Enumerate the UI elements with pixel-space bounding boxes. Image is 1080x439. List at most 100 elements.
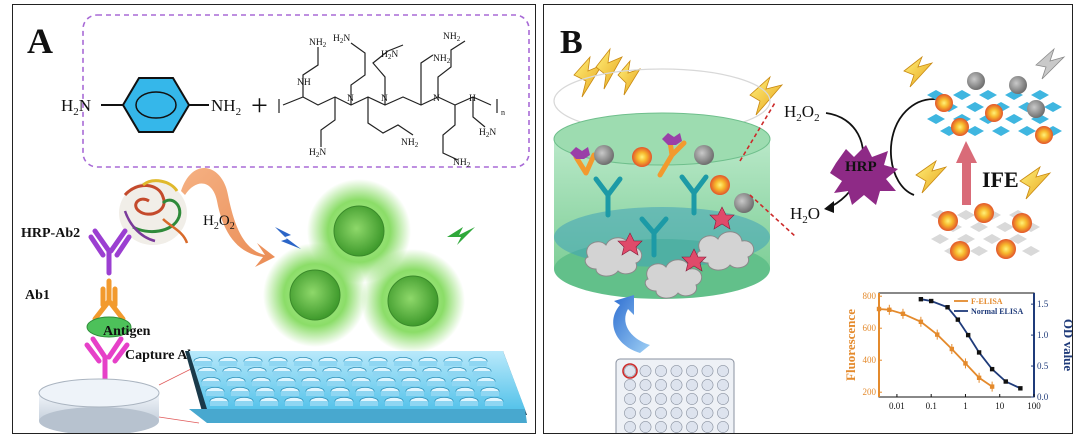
hrp-ab2-label: HRP-Ab2 [21, 226, 80, 241]
small-well [701, 407, 714, 419]
well-body [206, 391, 224, 396]
small-well [717, 407, 729, 419]
well-body [227, 381, 245, 386]
well-body [373, 371, 391, 376]
small-well [701, 421, 714, 433]
svg-text:H: H [469, 94, 476, 104]
legend-label: F-ELISA [971, 297, 1003, 306]
small-well [670, 379, 683, 391]
well-body [423, 371, 441, 376]
well-body [477, 381, 495, 386]
well-body [473, 371, 491, 376]
well-body [256, 391, 274, 396]
well-body [219, 361, 237, 366]
svg-text:H2N: H2N [479, 128, 496, 139]
svg-text:H2N: H2N [309, 148, 326, 159]
pei-structure [278, 40, 498, 161]
glowing-nanoparticles [263, 179, 465, 353]
well-body [273, 371, 291, 376]
h2o2-label-b: H2O2 [784, 102, 820, 124]
well-body [202, 381, 220, 386]
svg-text:NH2: NH2 [433, 54, 451, 65]
small-well [639, 421, 652, 433]
panel-a: A H2N NH2 + NH2 H2N H2N NH2 NH2 NH N N N… [12, 4, 536, 434]
well-body [310, 401, 328, 406]
well-body [481, 391, 499, 396]
capture-ab-antibody [84, 336, 130, 382]
diamond-tile [979, 90, 997, 100]
well-body [248, 371, 266, 376]
ab1-label: Ab1 [25, 288, 50, 303]
well-body [402, 381, 420, 386]
small-well [701, 393, 714, 405]
well-body [302, 381, 320, 386]
capture-ab-label: Capture Ab [125, 348, 195, 363]
diamond-tile [1009, 234, 1027, 244]
well-body [244, 361, 262, 366]
x-tick-label: 100 [1027, 401, 1041, 411]
well-body [394, 361, 412, 366]
well-body [377, 381, 395, 386]
small-well [624, 365, 636, 377]
well-body [323, 371, 341, 376]
hrp-splat [830, 145, 898, 205]
sensor-disk [38, 378, 160, 433]
well-nanoparticles [594, 145, 754, 213]
well-body [431, 391, 449, 396]
svg-text:NH: NH [297, 78, 311, 88]
small-well [717, 365, 729, 377]
well-body [285, 401, 303, 406]
svg-text:H2N: H2N [333, 34, 350, 45]
x-tick-label: 0.1 [926, 401, 937, 411]
small-well [624, 393, 636, 405]
hrp-enzyme [119, 179, 189, 245]
well-body [348, 371, 366, 376]
well-body [306, 391, 324, 396]
h2o-label: H2O [790, 204, 820, 226]
diamond-tile [996, 222, 1014, 232]
antigen-blob [86, 316, 132, 338]
lightning-icon-green [447, 227, 475, 245]
diamond-tile [1005, 114, 1023, 124]
well-body [448, 371, 466, 376]
data-point-f-elisa [963, 361, 968, 366]
y2-tick-label: 1.5 [1037, 299, 1049, 309]
diamond-tile [970, 246, 988, 256]
small-well [686, 379, 698, 391]
data-point-normal-elisa [1018, 386, 1023, 391]
data-point-f-elisa [876, 306, 882, 312]
highlight-circle [622, 363, 638, 379]
small-well [624, 407, 636, 419]
diamond-tile [927, 114, 945, 124]
svg-text:NH2: NH2 [453, 158, 471, 169]
y-tick-label: 800 [863, 291, 877, 301]
svg-text:N: N [381, 94, 388, 104]
small-well [655, 365, 667, 377]
svg-text:NH2: NH2 [309, 38, 327, 49]
well-body [427, 381, 445, 386]
diamond-tile [1031, 90, 1049, 100]
well-body [319, 361, 337, 366]
data-point-f-elisa [935, 332, 940, 337]
small-well [686, 421, 698, 433]
h2o2-label-a: H2O2 [203, 213, 235, 232]
well-body [269, 361, 287, 366]
diamond-tile [931, 234, 949, 244]
lightning-icons-left [573, 47, 641, 98]
well-body [252, 381, 270, 386]
y2-tick-label: 0.5 [1037, 361, 1049, 371]
diamond-tile [966, 102, 984, 112]
reagent-box [82, 14, 530, 168]
ab1-antibody [92, 278, 126, 322]
small-well [701, 365, 714, 377]
well-body [294, 361, 312, 366]
well-body [444, 361, 462, 366]
legend-label: Normal ELISA [971, 307, 1023, 316]
zoom-arrow [613, 295, 650, 353]
panel-b-letter: B [560, 24, 583, 61]
small-well [639, 407, 652, 419]
panel-a-letter: A [27, 21, 53, 61]
well-body [298, 371, 316, 376]
data-point-f-elisa [900, 311, 906, 316]
